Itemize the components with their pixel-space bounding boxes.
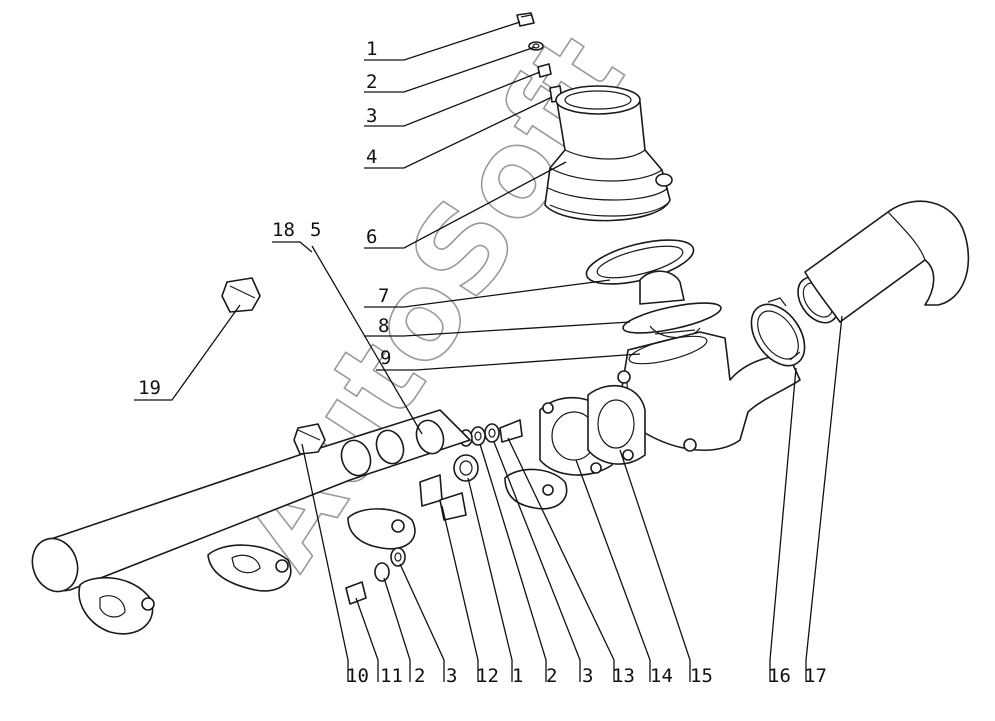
callout-bottom-15: 15 xyxy=(690,665,713,687)
washer-part-2-center xyxy=(484,423,500,443)
callout-bottom-11: 11 xyxy=(380,665,403,687)
callout-3: 3 xyxy=(366,105,377,127)
thermostat-housing-cover-part-6 xyxy=(544,85,673,222)
flange-gasket-part-15 xyxy=(587,384,646,465)
callout-bottom-14: 14 xyxy=(650,665,673,687)
callout-5: 5 xyxy=(310,219,321,241)
callout-bottom-13: 13 xyxy=(612,665,635,687)
callout-bottom-3a: 3 xyxy=(446,665,457,687)
callout-7: 7 xyxy=(378,285,389,307)
coolant-hose-part-17 xyxy=(804,200,970,323)
callout-bottom-1: 1 xyxy=(512,665,523,687)
callout-19: 19 xyxy=(138,377,161,399)
washer-part-3-center xyxy=(470,426,486,446)
callout-2: 2 xyxy=(366,71,377,93)
nut-part-12 xyxy=(453,454,479,482)
callout-18: 18 xyxy=(272,219,295,241)
thermostat-housing-part-9 xyxy=(617,331,801,452)
callout-bottom-2a: 2 xyxy=(414,665,425,687)
plug-part-10 xyxy=(293,423,326,455)
callout-bottom-16: 16 xyxy=(768,665,791,687)
callout-bottom-3b: 3 xyxy=(582,665,593,687)
callout-bottom-17: 17 xyxy=(804,665,827,687)
callout-bottom-10: 10 xyxy=(346,665,369,687)
callout-bottom-2b: 2 xyxy=(546,665,557,687)
plug-part-3-top xyxy=(537,63,552,78)
callouts: 1 2 3 4 6 18 5 7 8 9 19 10 11 2 3 12 1 2… xyxy=(138,38,827,687)
callout-1: 1 xyxy=(366,38,377,60)
callout-4: 4 xyxy=(366,146,377,168)
manifold-pipe xyxy=(31,409,568,635)
callout-8: 8 xyxy=(378,315,389,337)
washer-part-3-lower xyxy=(390,547,406,567)
callout-6: 6 xyxy=(366,226,377,248)
vent-screw-part-1 xyxy=(516,12,535,27)
callout-bottom-12: 12 xyxy=(476,665,499,687)
bolt-part-1-center xyxy=(499,419,523,443)
hose-clamp-part-16 xyxy=(750,297,806,367)
bolt-part-11-side xyxy=(345,581,367,605)
callout-9: 9 xyxy=(380,347,391,369)
washer-part-2-lower xyxy=(374,562,390,582)
thermostat-part-8 xyxy=(622,270,722,343)
leader-lines xyxy=(134,21,843,682)
plug-part-19 xyxy=(221,277,261,313)
